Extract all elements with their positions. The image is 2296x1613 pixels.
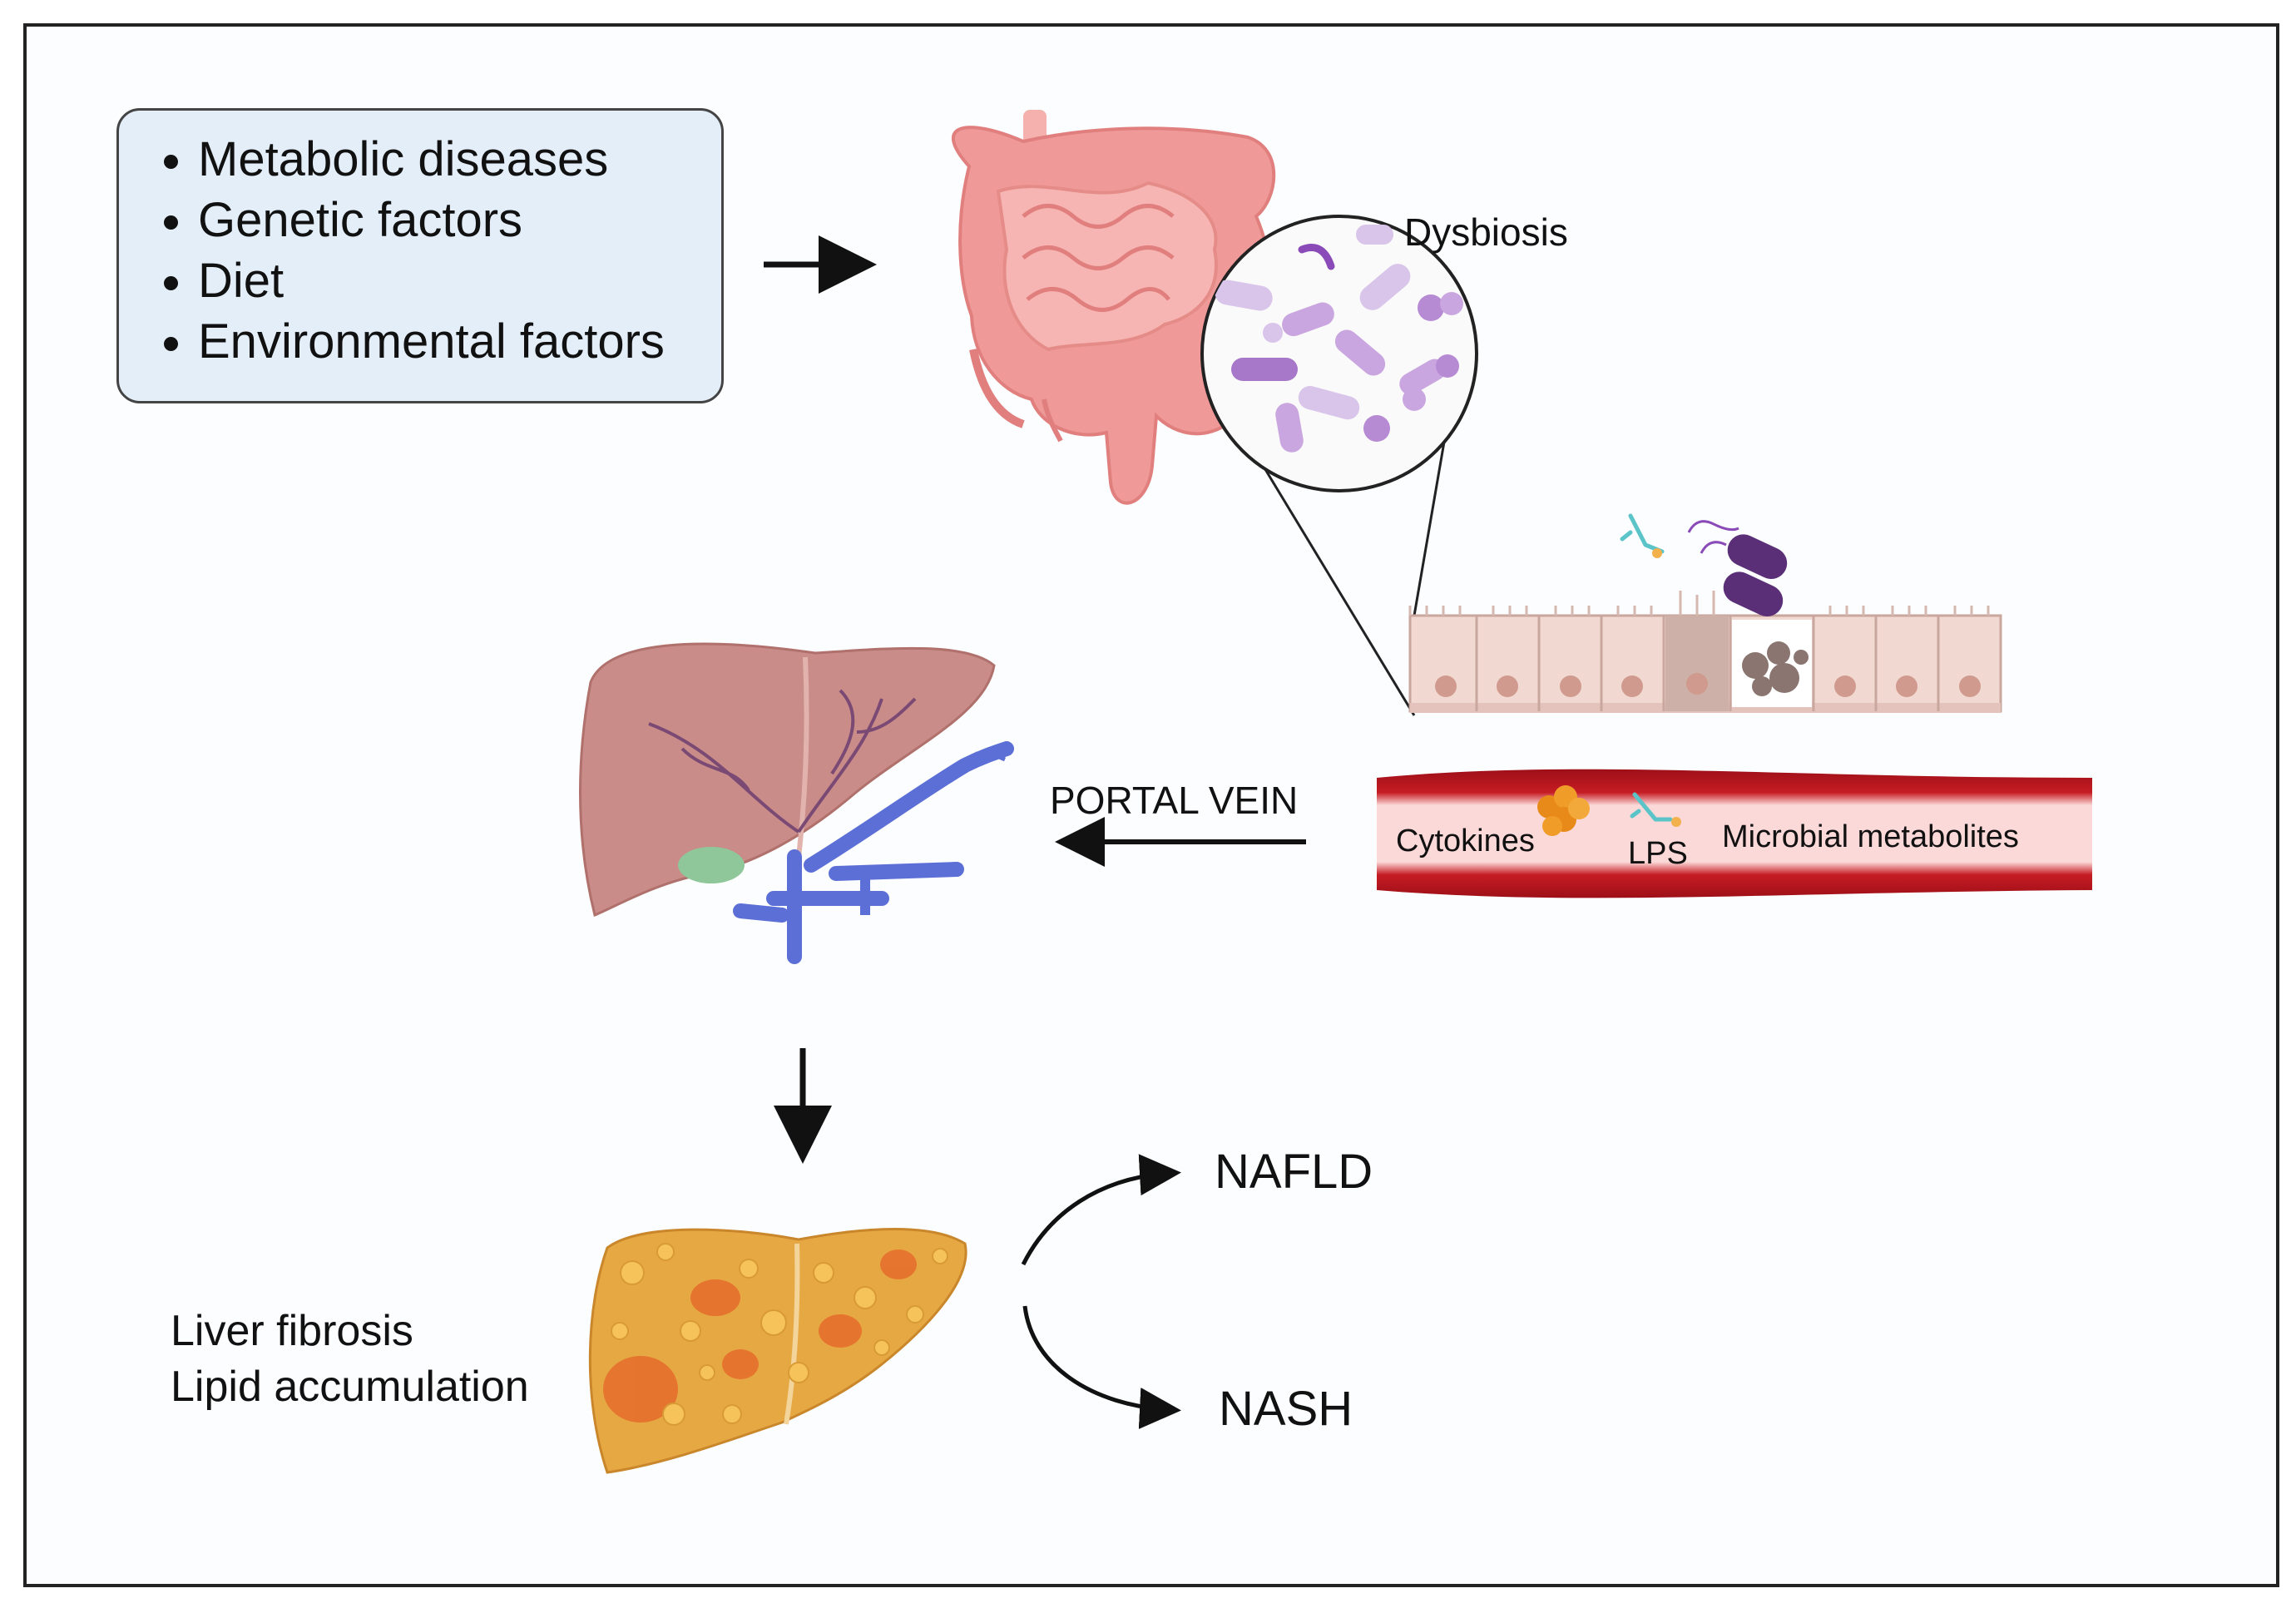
factor-metabolic-diseases: Metabolic diseases (198, 129, 721, 190)
risk-factors-list: Metabolic diseases Genetic factors Diet … (119, 111, 721, 372)
label-lipid-accumulation: Lipid accumulation (171, 1363, 529, 1411)
label-nash: NASH (1219, 1382, 1353, 1436)
dysbiosis-microbiota-lens (1200, 215, 1478, 492)
label-microbial-metabolites: Microbial metabolites (1722, 819, 2019, 854)
cytokine-cluster (1537, 785, 1590, 836)
factor-diet: Diet (198, 250, 721, 311)
label-lps: LPS (1628, 836, 1688, 871)
factor-genetic: Genetic factors (198, 190, 721, 250)
label-portal-vein: PORTAL VEIN (1050, 779, 1299, 822)
fatty-liver (588, 1228, 967, 1474)
intestinal-epithelium (1408, 513, 2002, 713)
blood-vessel (1377, 769, 2092, 898)
label-nafld: NAFLD (1215, 1145, 1373, 1199)
intestine-illustration (951, 110, 1276, 505)
label-liver-fibrosis: Liver fibrosis (171, 1307, 413, 1355)
label-cytokines: Cytokines (1396, 824, 1535, 858)
healthy-liver (579, 642, 1014, 964)
risk-factors-box: Metabolic diseases Genetic factors Diet … (116, 108, 724, 403)
factor-environmental: Environmental factors (198, 311, 721, 372)
arrow-to-nash (1022, 1305, 1181, 1429)
arrow-to-nafld (1021, 1154, 1181, 1266)
label-dysbiosis: Dysbiosis (1404, 210, 1568, 254)
